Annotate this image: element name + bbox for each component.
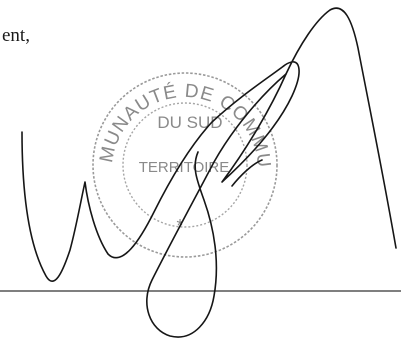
body-text-fragment: ent, (2, 25, 30, 46)
stamp-inner-line-2: TERRITOIRE (139, 159, 230, 176)
stamp-inner-ring (122, 102, 248, 228)
signature (21, 7, 397, 338)
stamp-outer-ring (92, 72, 278, 258)
stamp-inner-line-1: DU SUD (157, 113, 222, 132)
stamp-outer-text: COMMUNAUTÉ DE COMMUNES (0, 0, 274, 169)
